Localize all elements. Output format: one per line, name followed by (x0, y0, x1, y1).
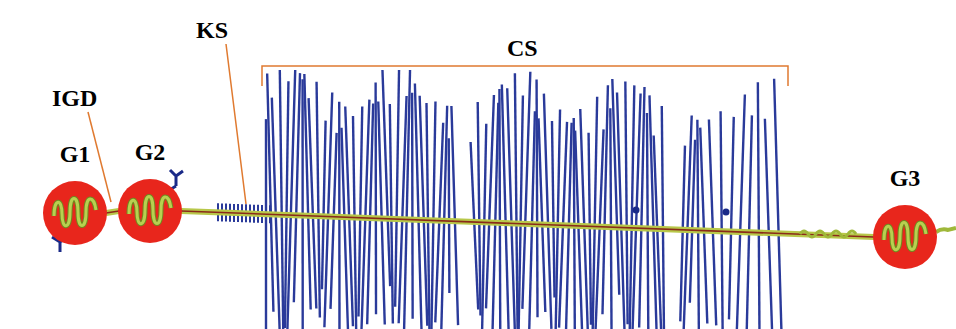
cs-chain (697, 120, 698, 329)
domain-fill (43, 181, 107, 245)
cs-chain (317, 82, 320, 318)
cs-chain (471, 142, 479, 309)
domain-label: G2 (135, 140, 166, 164)
cs-chain (353, 116, 356, 329)
cs-chain (395, 70, 399, 307)
leader-line (226, 44, 246, 204)
cs-chain (522, 72, 530, 309)
domain-circle (117, 178, 183, 244)
domain-fill (118, 179, 182, 243)
cs-chain (478, 102, 481, 315)
cs-chain (729, 117, 734, 319)
cs-chain (451, 106, 458, 325)
core-protein-outer (106, 211, 119, 213)
cs-chain (507, 88, 515, 329)
cs-chain (535, 79, 538, 317)
cs-chain (721, 111, 723, 329)
protein-fold (129, 197, 171, 224)
cs-chain (390, 104, 393, 324)
cs-chain (709, 120, 716, 326)
cs-chain (580, 109, 587, 329)
protein-fold (884, 223, 926, 250)
cs-chain (331, 133, 337, 309)
cs-chain (639, 87, 644, 328)
cs-chain (515, 73, 518, 329)
cs-chain (280, 70, 283, 329)
cs-chain (309, 98, 317, 308)
cs-chain (647, 113, 648, 329)
cs-chain (358, 106, 362, 316)
globular-domain: G3 (872, 204, 938, 270)
core-protein-inner (106, 211, 119, 213)
cs-chain (544, 94, 552, 329)
cs-chain (747, 115, 752, 329)
domain-circle (42, 180, 108, 246)
domain-label: G3 (890, 166, 921, 190)
domain-circle (872, 204, 938, 270)
cs-chain (322, 121, 326, 290)
cs-chain (552, 121, 555, 298)
cs-chain (758, 82, 760, 329)
globular-domain: G1 (42, 180, 108, 246)
cs-chain (493, 103, 499, 329)
cs-chain (539, 118, 546, 312)
cs-chain (367, 104, 373, 325)
part-label: IGD (52, 86, 97, 110)
part-label: KS (196, 18, 228, 42)
cs-chain (610, 108, 611, 329)
dot (723, 209, 730, 216)
domain-label: G1 (60, 142, 91, 166)
cs-chain (265, 119, 267, 329)
core-protein (181, 211, 874, 237)
cs-chain (737, 95, 745, 329)
cs-chain (617, 93, 624, 329)
cs-chain (448, 138, 451, 293)
cs-chain (625, 81, 627, 324)
cs-chain (294, 73, 300, 302)
cs-chain (404, 70, 410, 329)
cs-chain (529, 111, 535, 329)
cs-chain (765, 119, 772, 329)
bracket (262, 66, 788, 86)
cs-chain (774, 79, 781, 329)
domain-fill (873, 205, 937, 269)
cs-chain (374, 82, 377, 314)
cs-chain (411, 93, 414, 319)
part-label: CS (507, 36, 538, 60)
core-protein (106, 211, 119, 213)
chondroitin-sulfate-chains (266, 70, 781, 329)
protein-fold (884, 223, 926, 250)
cs-chain (382, 70, 390, 286)
core-protein-outer (181, 211, 874, 237)
tail (936, 228, 956, 232)
protein-fold (54, 199, 96, 226)
cs-chain (498, 89, 501, 329)
cs-chain (700, 128, 707, 324)
cs-chain (431, 101, 435, 329)
cs-chain (690, 140, 695, 303)
linker-squiggle (800, 231, 856, 237)
cs-chain (662, 106, 664, 329)
dot (633, 207, 640, 214)
cs-chain (602, 85, 607, 314)
protein-fold (54, 199, 96, 226)
cs-chain (441, 106, 447, 329)
cs-chain (654, 135, 661, 329)
cs-chain (301, 79, 304, 329)
core-protein-inner (181, 211, 874, 237)
globular-domain: G2 (117, 178, 183, 244)
protein-fold (129, 197, 171, 224)
cs-chain (426, 103, 429, 329)
